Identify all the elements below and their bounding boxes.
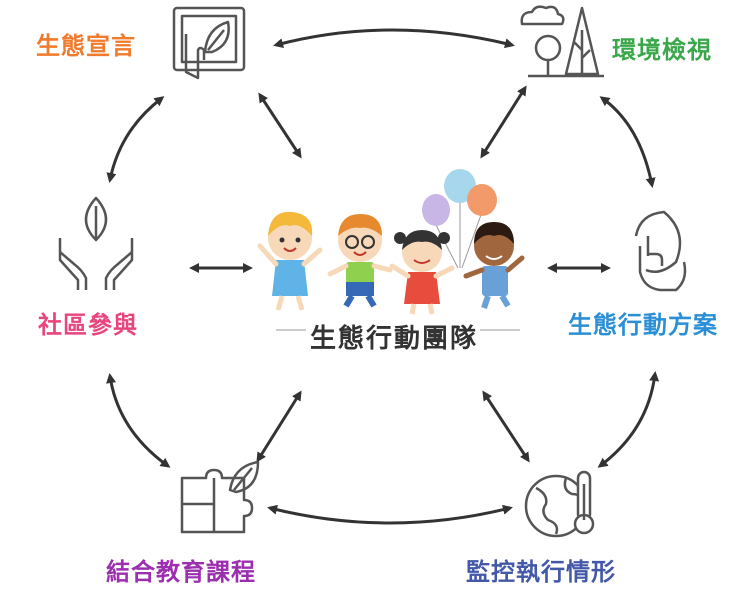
kid-boy-glasses	[327, 214, 393, 308]
label-monitoring: 監控執行情形	[466, 558, 616, 586]
label-action-plan: 生態行動方案	[568, 311, 718, 339]
arrow-curriculum-monitoring	[267, 504, 513, 525]
arrow-community-curriculum	[106, 373, 171, 468]
arrow-actionplan-monitoring	[597, 371, 660, 468]
trees-cloud-icon	[520, 5, 604, 78]
kid-boy-overalls	[463, 222, 525, 309]
label-community: 社區參與	[38, 311, 138, 339]
spoke-curriculum	[256, 390, 302, 463]
arrow-environment-actionplan	[599, 96, 656, 188]
hand-leaf-icon	[634, 210, 687, 292]
arrow-declaration-community	[106, 96, 165, 183]
balloon-orange	[467, 184, 497, 216]
tablet-leaf-icon	[172, 6, 246, 80]
label-environment: 環境檢視	[612, 36, 712, 64]
puzzle-leaf-icon	[180, 460, 260, 534]
balloon-purple	[422, 194, 450, 226]
kids-with-balloons-illustration	[257, 169, 525, 331]
arrow-declaration-environment	[273, 28, 515, 49]
spoke-environment	[480, 85, 527, 159]
spoke-declaration	[258, 92, 302, 159]
label-declaration: 生態宣言	[36, 32, 136, 60]
hands-leaf-icon	[58, 196, 134, 290]
spoke-monitoring	[482, 390, 530, 463]
center-title: 生態行動團隊	[310, 324, 479, 354]
kid-girl-red	[389, 230, 455, 315]
label-curriculum: 結合教育課程	[106, 558, 256, 586]
globe-thermometer-icon	[524, 470, 595, 538]
kid-girl-blue	[257, 211, 323, 311]
